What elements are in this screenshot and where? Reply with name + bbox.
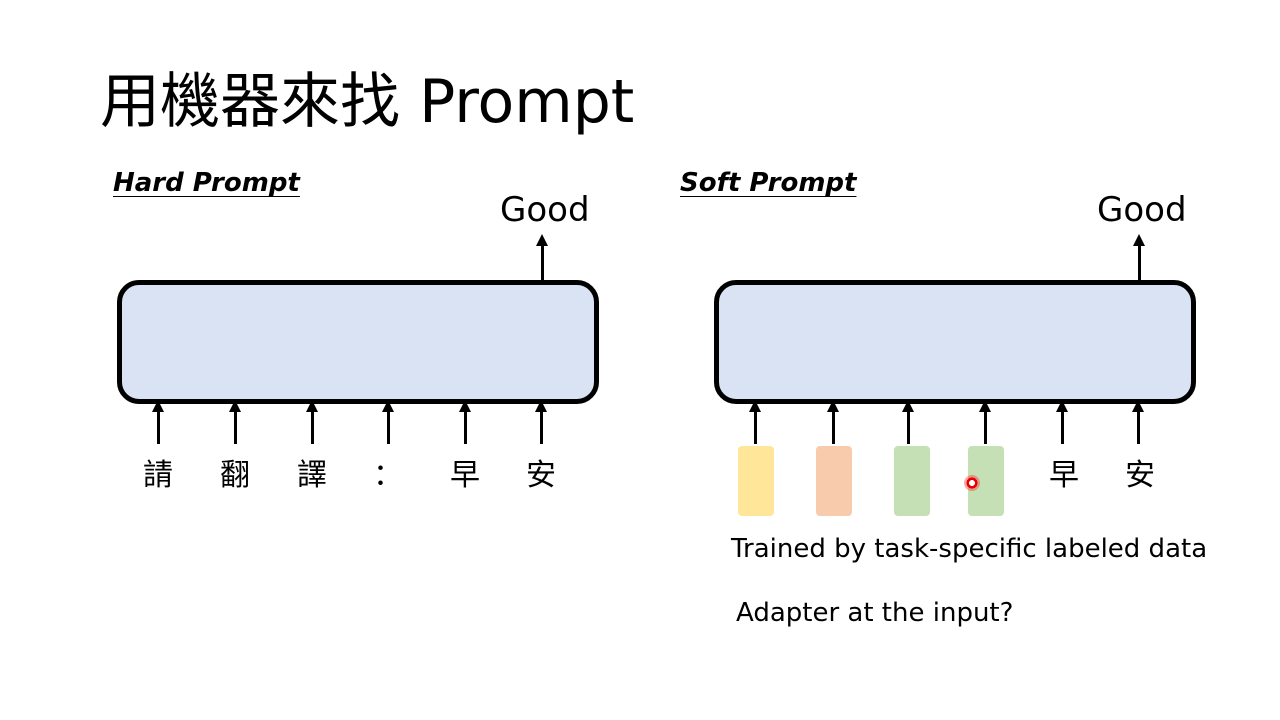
soft-input-arrow [902, 400, 914, 444]
soft-prompt-vector [816, 446, 852, 516]
soft-input-arrow [1056, 400, 1068, 444]
soft-caption-adapter: Adapter at the input? [736, 598, 1014, 628]
soft-token: 安 [1125, 458, 1155, 493]
soft-caption-trained: Trained by task-specific labeled data [731, 534, 1208, 564]
hard-model-box [117, 280, 599, 404]
soft-prompt-vector [894, 446, 930, 516]
slide-title: 用機器來找 Prompt [100, 67, 635, 137]
hard-input-arrow [382, 400, 394, 444]
soft-output-arrow [1133, 234, 1145, 280]
soft-prompt-heading: Soft Prompt [680, 168, 857, 198]
soft-input-arrow [749, 400, 761, 444]
hard-input-arrow [229, 400, 241, 444]
hard-output-arrow [536, 234, 548, 280]
hard-input-arrow [152, 400, 164, 444]
soft-input-arrow [827, 400, 839, 444]
laser-pointer-icon [964, 475, 980, 491]
hard-token: ： [373, 458, 403, 493]
hard-token: 早 [450, 458, 480, 493]
hard-prompt-heading: Hard Prompt [113, 168, 300, 198]
soft-input-arrow [979, 400, 991, 444]
hard-input-arrow [535, 400, 547, 444]
hard-input-arrow [459, 400, 471, 444]
hard-token: 譯 [297, 458, 327, 493]
hard-token: 安 [526, 458, 556, 493]
soft-prompt-vector [738, 446, 774, 516]
hard-token: 翻 [220, 458, 250, 493]
hard-output-label: Good [500, 190, 590, 230]
soft-output-label: Good [1097, 190, 1187, 230]
soft-input-arrow [1132, 400, 1144, 444]
hard-input-arrow [306, 400, 318, 444]
hard-token: 請 [143, 458, 173, 493]
soft-model-box [714, 280, 1196, 404]
soft-token: 早 [1049, 458, 1079, 493]
